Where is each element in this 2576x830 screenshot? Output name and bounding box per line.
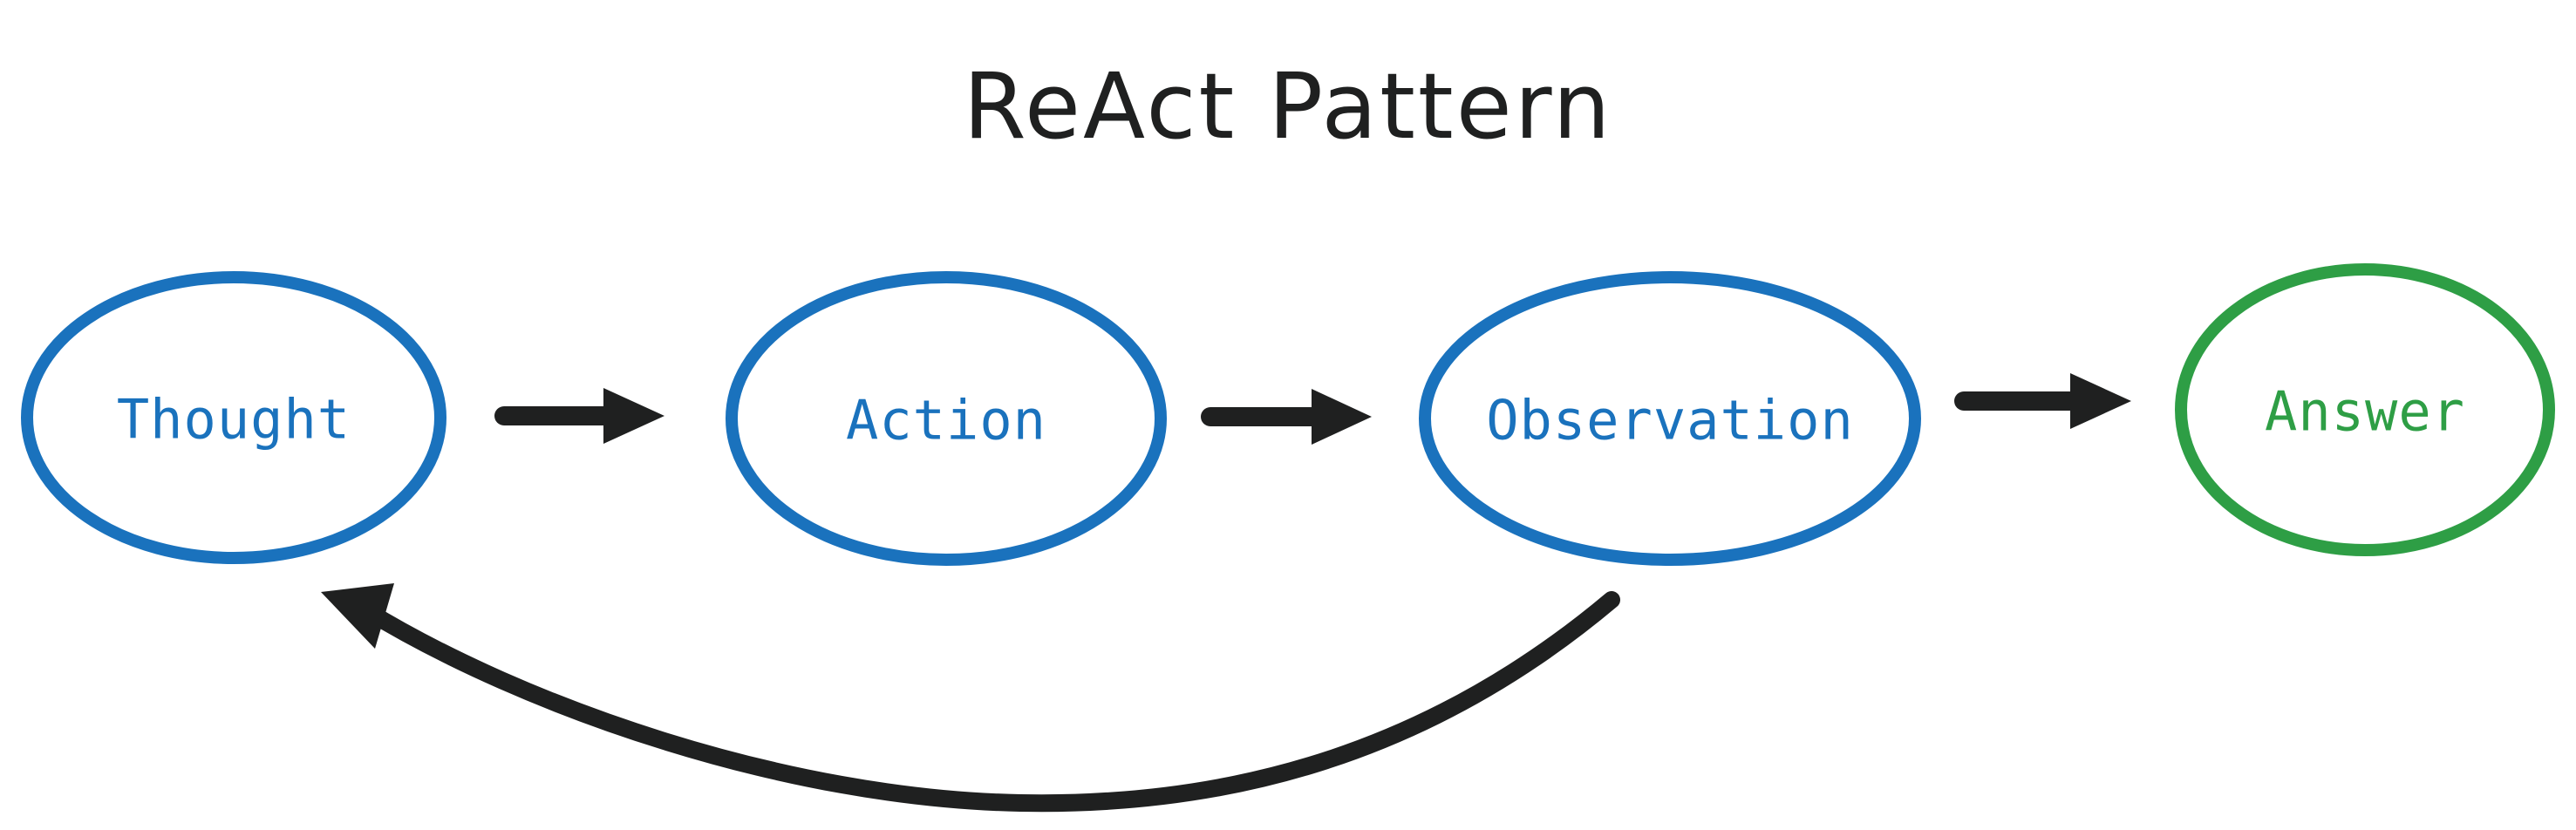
node-answer[interactable]: Answer bbox=[2175, 263, 2555, 556]
node-observation-label: Observation bbox=[1486, 389, 1854, 452]
edge-observation-to-answer-arrowhead bbox=[2070, 373, 2131, 429]
node-action-shape[interactable] bbox=[726, 271, 1167, 566]
edge-action-to-observation bbox=[1201, 389, 1372, 445]
node-answer-label: Answer bbox=[2265, 380, 2465, 444]
edge-action-to-observation-arrowhead bbox=[1312, 389, 1372, 445]
node-observation[interactable]: Observation bbox=[1419, 271, 1921, 566]
edge-loop-arrowhead bbox=[321, 583, 394, 649]
node-thought-shape[interactable] bbox=[21, 271, 446, 564]
edge-loop-curve bbox=[358, 591, 1620, 813]
node-answer-shape[interactable] bbox=[2175, 263, 2555, 556]
page-title: ReAct Pattern bbox=[963, 53, 1612, 160]
edge-observation-to-thought-loop bbox=[321, 583, 1620, 813]
node-action[interactable]: Action bbox=[726, 271, 1167, 566]
node-observation-shape[interactable] bbox=[1419, 271, 1921, 566]
node-thought-label: Thought bbox=[117, 388, 351, 452]
node-thought[interactable]: Thought bbox=[21, 271, 446, 564]
node-action-label: Action bbox=[846, 389, 1046, 452]
edge-observation-to-answer bbox=[1954, 373, 2131, 429]
edge-thought-to-action bbox=[494, 388, 664, 444]
edge-thought-to-action-arrowhead bbox=[603, 388, 664, 444]
